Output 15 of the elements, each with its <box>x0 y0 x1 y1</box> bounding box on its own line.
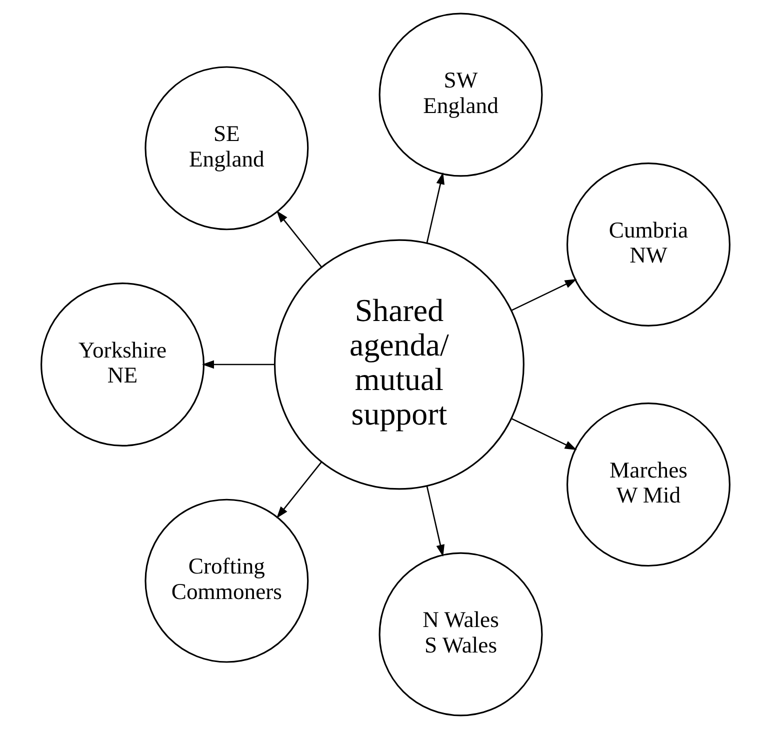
arrow <box>426 486 444 557</box>
arrow <box>510 278 576 312</box>
node-circle: Crofting Commoners <box>144 498 308 663</box>
node-circle: SE England <box>144 66 308 230</box>
arrow <box>426 172 444 244</box>
node-circle: Shared agenda/ mutual support <box>273 239 524 490</box>
arrow <box>510 418 576 450</box>
arrow <box>276 461 322 518</box>
node-circle: SW England <box>378 12 542 177</box>
node-circle: Yorkshire NE <box>40 282 204 446</box>
node-circle: Marches W Mid <box>566 402 730 567</box>
arrow <box>202 360 274 369</box>
arrow <box>276 210 322 268</box>
node-circle: Cumbria NW <box>566 162 730 326</box>
node-circle: N Wales S Wales <box>378 552 542 716</box>
